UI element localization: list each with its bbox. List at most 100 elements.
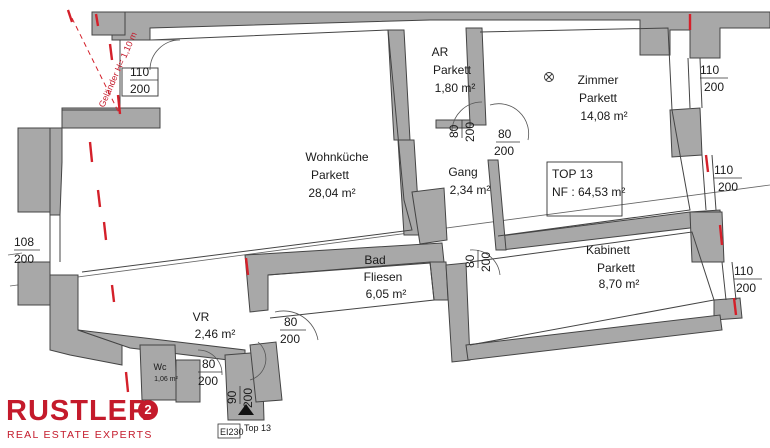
room-name-wohnkueche: Wohnküche	[305, 150, 368, 164]
left-upper-ledge	[61, 107, 161, 129]
room-name-gang: Gang	[448, 165, 477, 179]
wall-wk-ar	[387, 29, 411, 141]
svg-text:80: 80	[463, 254, 477, 268]
svg-text:80: 80	[447, 124, 461, 138]
svg-text:90: 90	[225, 390, 239, 404]
brand-mark-icon: 2	[138, 400, 158, 420]
wall-wc-inner	[175, 359, 201, 403]
wall-vr-right	[249, 341, 283, 403]
svg-text:200: 200	[494, 144, 514, 158]
brand-name: RUSTLER	[6, 395, 150, 427]
wall-bad-right	[429, 261, 449, 301]
room-area-zimmer: 14,08 m²	[580, 109, 627, 123]
wall-bad-top	[244, 242, 445, 313]
room-area-wohnkueche: 28,04 m²	[308, 186, 355, 200]
door-swing-ar	[451, 101, 483, 133]
entry-label: Top 13	[244, 423, 271, 433]
left-lower-wall	[49, 274, 123, 366]
unit-nf: NF : 64,53 m²	[552, 185, 625, 199]
dimension-win-right2: 110 200	[714, 163, 742, 194]
section-mark	[7, 252, 23, 256]
brand-tagline: REAL ESTATE EXPERTS	[7, 429, 153, 441]
right-wall-pier	[669, 107, 703, 158]
dimension-door-ar: 80 200	[447, 120, 477, 142]
left-wall-lower	[17, 261, 51, 306]
unit-name: TOP 13	[552, 167, 593, 181]
dimension-door-kabinett: 80 200	[463, 250, 493, 272]
svg-text:200: 200	[704, 80, 724, 94]
wall-gang-zimmer	[487, 159, 507, 251]
svg-text:108: 108	[14, 235, 34, 249]
room-floor-wohnkueche: Parkett	[311, 168, 350, 182]
svg-text:200: 200	[479, 252, 493, 272]
zimmer-outline	[479, 27, 691, 237]
svg-text:80: 80	[284, 315, 298, 329]
top-left-corner	[91, 11, 126, 36]
room-area-vr: 2,46 m²	[195, 327, 236, 341]
svg-text:200: 200	[736, 281, 756, 295]
svg-text:200: 200	[718, 180, 738, 194]
right-wall-pier2	[689, 211, 725, 263]
svg-text:200: 200	[463, 122, 477, 142]
room-area-kabinett: 8,70 m²	[599, 277, 640, 291]
room-floor-kabinett: Parkett	[597, 261, 636, 275]
dimension-win-right3: 110 200	[734, 264, 762, 295]
door-swing-kabinett	[469, 249, 501, 276]
kabinett-outline	[469, 231, 715, 346]
door-swing-balcony	[149, 39, 181, 71]
railing-markers	[66, 9, 738, 393]
brand-logo: RUSTLER 2 REAL ESTATE EXPERTS	[6, 396, 176, 446]
room-name-zimmer: Zimmer	[578, 73, 619, 87]
svg-text:110: 110	[734, 264, 753, 278]
door-swing-wc	[197, 349, 223, 376]
fire-rating-label: EI230	[220, 427, 244, 437]
svg-text:200: 200	[280, 332, 300, 346]
windows	[49, 57, 737, 301]
svg-text:200: 200	[14, 252, 34, 266]
dimension-door-bad: 80 200	[280, 315, 306, 346]
left-wall-block	[17, 127, 51, 213]
room-area-gang: 2,34 m²	[450, 183, 491, 197]
dimension-door-entry: 90 200	[225, 386, 255, 408]
room-name-kabinett: Kabinett	[586, 243, 631, 257]
fire-rating-box	[217, 423, 241, 439]
svg-text:80: 80	[498, 127, 512, 141]
svg-text:200: 200	[198, 374, 218, 388]
room-name-bad: Bad	[364, 253, 385, 267]
svg-text:110: 110	[130, 65, 149, 79]
wall-ar-zimmer	[465, 27, 487, 126]
door-swing-bad	[274, 310, 319, 341]
svg-text:200: 200	[130, 82, 150, 96]
dimension-win-left: 108 200	[14, 235, 40, 266]
wohnkueche-outline	[81, 29, 413, 273]
svg-text:110: 110	[700, 63, 719, 77]
door-swing-vr	[249, 341, 267, 381]
bad-outline	[267, 261, 435, 319]
dimension-win-topleft: 110 200	[130, 65, 158, 96]
ceiling-light-icon	[544, 72, 554, 82]
wall-wc	[139, 344, 178, 401]
room-name-vr: VR	[193, 310, 210, 324]
room-name-wc: Wc	[154, 362, 167, 372]
svg-text:200: 200	[241, 388, 255, 408]
dimension-door-zimmer: 80 200	[494, 127, 520, 158]
room-floor-ar: Parkett	[433, 63, 472, 77]
room-floor-zimmer: Parkett	[579, 91, 618, 105]
wall-kabinett-bottom	[465, 314, 723, 361]
room-area-ar: 1,80 m²	[435, 81, 476, 95]
svg-text:80: 80	[202, 357, 216, 371]
dimension-door-wc: 80 200	[198, 357, 222, 388]
section-line	[9, 184, 770, 287]
entry-arrow-icon	[238, 404, 254, 415]
top-wall	[91, 11, 770, 59]
unit-info-box	[546, 161, 623, 217]
wall-gang-block	[411, 187, 448, 245]
room-area-wc: 1,06 m²	[154, 376, 178, 383]
room-area-bad: 6,05 m²	[366, 287, 407, 301]
door-swing-zimmer	[489, 103, 530, 141]
dimension-win-right1: 110 200	[700, 63, 728, 94]
room-floor-bad: Fliesen	[364, 270, 403, 284]
svg-text:110: 110	[714, 163, 733, 177]
